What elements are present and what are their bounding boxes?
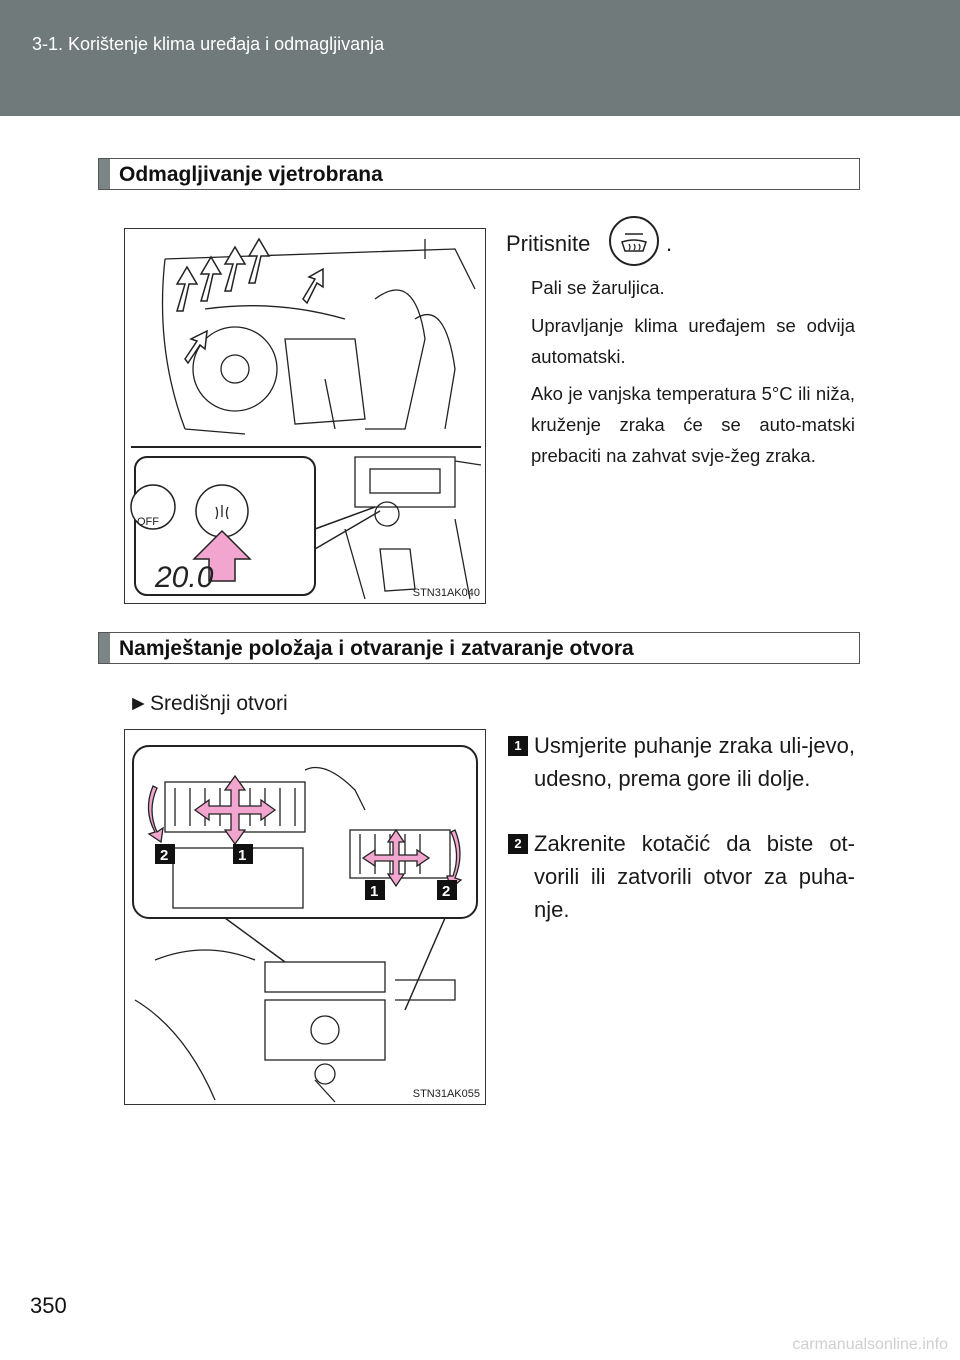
heading-accent: [99, 159, 110, 189]
subheading-marker: ►: [128, 692, 149, 715]
central-vents-illustration: 2 1 1 2: [132, 745, 478, 1103]
figure-vents-illustration: 2 1 1 2 STN31AK055: [124, 729, 486, 1105]
header-band: 3-1. Korištenje klima uređaja i odmaglji…: [0, 0, 960, 116]
section-heading-vents: Namještanje položaja i otvaranje i zatva…: [98, 632, 860, 664]
display-value: 20.0: [154, 561, 214, 594]
section-heading-defog: Odmagljivanje vjetrobrana: [98, 158, 860, 190]
figure-code: STN31AK040: [412, 587, 480, 599]
step-1-badge: 1: [508, 736, 528, 756]
figure-code: STN31AK055: [412, 1088, 480, 1100]
step-1-text: Usmjerite puhanje zraka uli-jevo, udesno…: [534, 733, 855, 791]
page-number: 350: [30, 1293, 67, 1318]
section-heading-text: Odmagljivanje vjetrobrana: [119, 163, 383, 186]
section-heading-text: Namještanje položaja i otvaranje i zatva…: [119, 637, 634, 660]
callout-1-left: 1: [238, 847, 246, 864]
watermark: carmanualsonline.info: [792, 1336, 948, 1353]
callout-1-right: 1: [370, 883, 378, 900]
figure-defog-illustration: OFF 20.0 STN31AK040: [124, 228, 486, 604]
windshield-defog-icon: [609, 216, 659, 266]
subheading-central-vents: Središnji otvori: [150, 692, 288, 715]
car-interior-illustration: OFF 20.0: [130, 237, 482, 600]
chapter-title: 3-1. Korištenje klima uređaja i odmaglji…: [32, 34, 385, 54]
paragraph-temperature: Ako je vanjska temperatura 5°C ili niža,…: [531, 383, 855, 466]
step-2-text: Zakrenite kotačić da biste ot-vorili ili…: [534, 831, 855, 922]
callout-2-left: 2: [160, 847, 168, 864]
press-prefix: Pritisnite: [506, 231, 591, 256]
heading-accent: [99, 633, 110, 663]
off-label: OFF: [137, 516, 159, 528]
callout-2-right: 2: [442, 883, 450, 900]
step-2-badge: 2: [508, 834, 528, 854]
paragraph-lamp: Pali se žaruljica.: [531, 277, 665, 298]
press-suffix: .: [666, 231, 673, 256]
paragraph-automatic: Upravljanje klima uređajem se odvija aut…: [531, 315, 855, 367]
